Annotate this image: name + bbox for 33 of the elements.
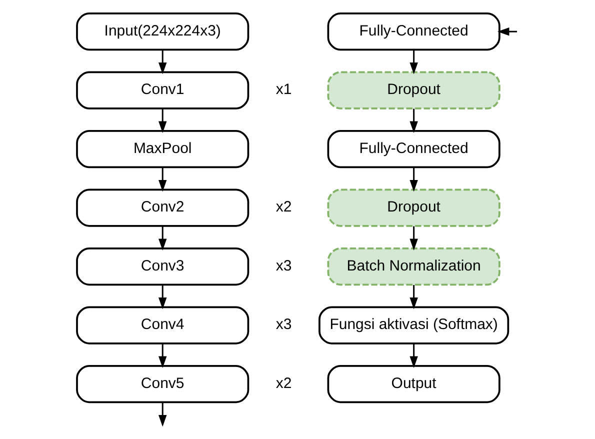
arrow — [410, 168, 418, 192]
arrow — [158, 50, 167, 74]
node-box: Conv4 — [76, 306, 250, 344]
arrow — [158, 226, 167, 250]
node-box: Input(224x224x3) — [76, 12, 250, 51]
node-box: Conv1 — [76, 71, 250, 110]
arrow — [158, 344, 167, 368]
node-box: MaxPool — [76, 130, 250, 168]
node-label: x3 — [276, 257, 292, 274]
arrow — [158, 108, 167, 134]
node-box: Fully-Connected — [327, 130, 500, 168]
arrow — [410, 344, 418, 368]
node-box: Batch Normalization — [327, 247, 500, 286]
node-box: Conv5 — [76, 364, 250, 404]
arrow — [158, 284, 167, 310]
arrow — [497, 27, 517, 36]
node-box: Fully-Connected — [327, 12, 500, 51]
arrow — [410, 50, 418, 74]
node-label: x2 — [276, 198, 292, 216]
node-box: Fungsi aktivasi (Softmax) — [318, 306, 510, 344]
arrow — [410, 108, 418, 134]
node-box: Output — [327, 364, 500, 404]
node-label: x2 — [276, 374, 292, 392]
node-box: Conv3 — [76, 247, 250, 286]
node-box: Dropout — [327, 71, 500, 110]
node-box: Dropout — [327, 188, 500, 227]
node-label: x3 — [276, 316, 292, 334]
arrow — [158, 168, 167, 192]
node-label: x1 — [276, 81, 292, 98]
arrow — [410, 284, 418, 310]
arrow — [410, 226, 418, 250]
node-box: Conv2 — [76, 188, 250, 227]
arrow — [158, 402, 167, 427]
